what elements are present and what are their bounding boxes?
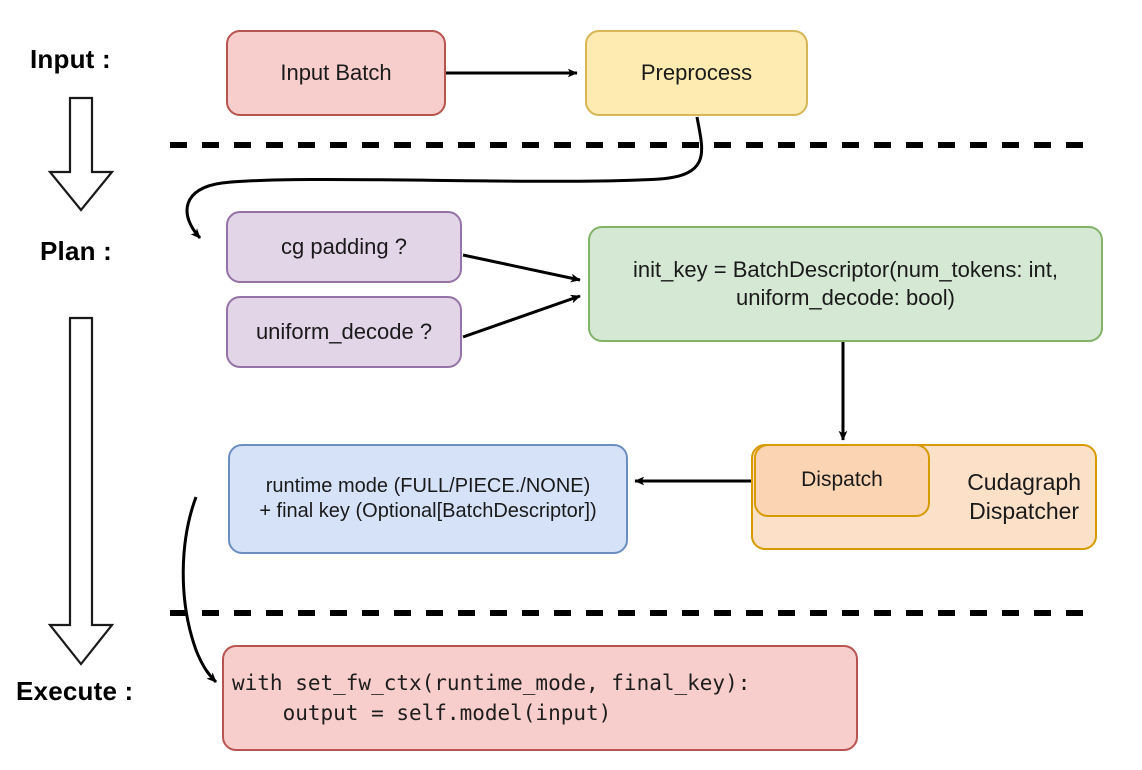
node-execute-code-line1: with set_fw_ctx(runtime_mode, final_key)… (232, 670, 751, 695)
node-init-key-line1: init_key = BatchDescriptor(num_tokens: i… (633, 257, 1058, 283)
node-input-batch[interactable]: Input Batch (226, 30, 446, 116)
node-cg-padding[interactable]: cg padding ? (226, 211, 462, 283)
node-runtime-mode-line2: + final key (Optional[BatchDescriptor]) (259, 500, 597, 522)
cg-padding-to-init-key-connector (462, 253, 581, 283)
node-init-key-line2: uniform_decode: bool) (736, 285, 955, 310)
node-uniform-decode-label: uniform_decode ? (255, 319, 433, 345)
node-execute-code-line2: output = self.model(input) (232, 701, 612, 725)
node-preprocess-label: Preprocess (640, 60, 753, 86)
node-uniform-decode[interactable]: uniform_decode ? (226, 296, 462, 368)
node-runtime-mode[interactable]: runtime mode (FULL/PIECE./NONE) + final … (228, 444, 628, 554)
node-init-key[interactable]: init_key = BatchDescriptor(num_tokens: i… (588, 226, 1103, 342)
node-runtime-mode-line1: runtime mode (FULL/PIECE./NONE) (265, 474, 591, 497)
runtime-mode-to-execute-code-connector (181, 496, 218, 684)
node-cg-padding-label: cg padding ? (281, 234, 407, 260)
node-dispatch-label: Dispatch (801, 468, 883, 492)
plan-to-execute-arrow (47, 316, 115, 666)
uniform-decode-to-init-key-connector (462, 294, 581, 339)
preprocess-to-cg-padding-connector (185, 116, 704, 240)
node-execute-code[interactable]: with set_fw_ctx(runtime_mode, final_key)… (222, 645, 858, 751)
stage-label-execute: Execute : (16, 676, 134, 706)
node-dispatch[interactable]: Dispatch (754, 444, 930, 517)
node-preprocess[interactable]: Preprocess (585, 30, 808, 116)
node-input-batch-label: Input Batch (280, 60, 392, 86)
stage-label-plan: Plan : (40, 236, 112, 266)
stage-label-input: Input : (30, 44, 111, 74)
input-to-plan-arrow (47, 96, 115, 212)
